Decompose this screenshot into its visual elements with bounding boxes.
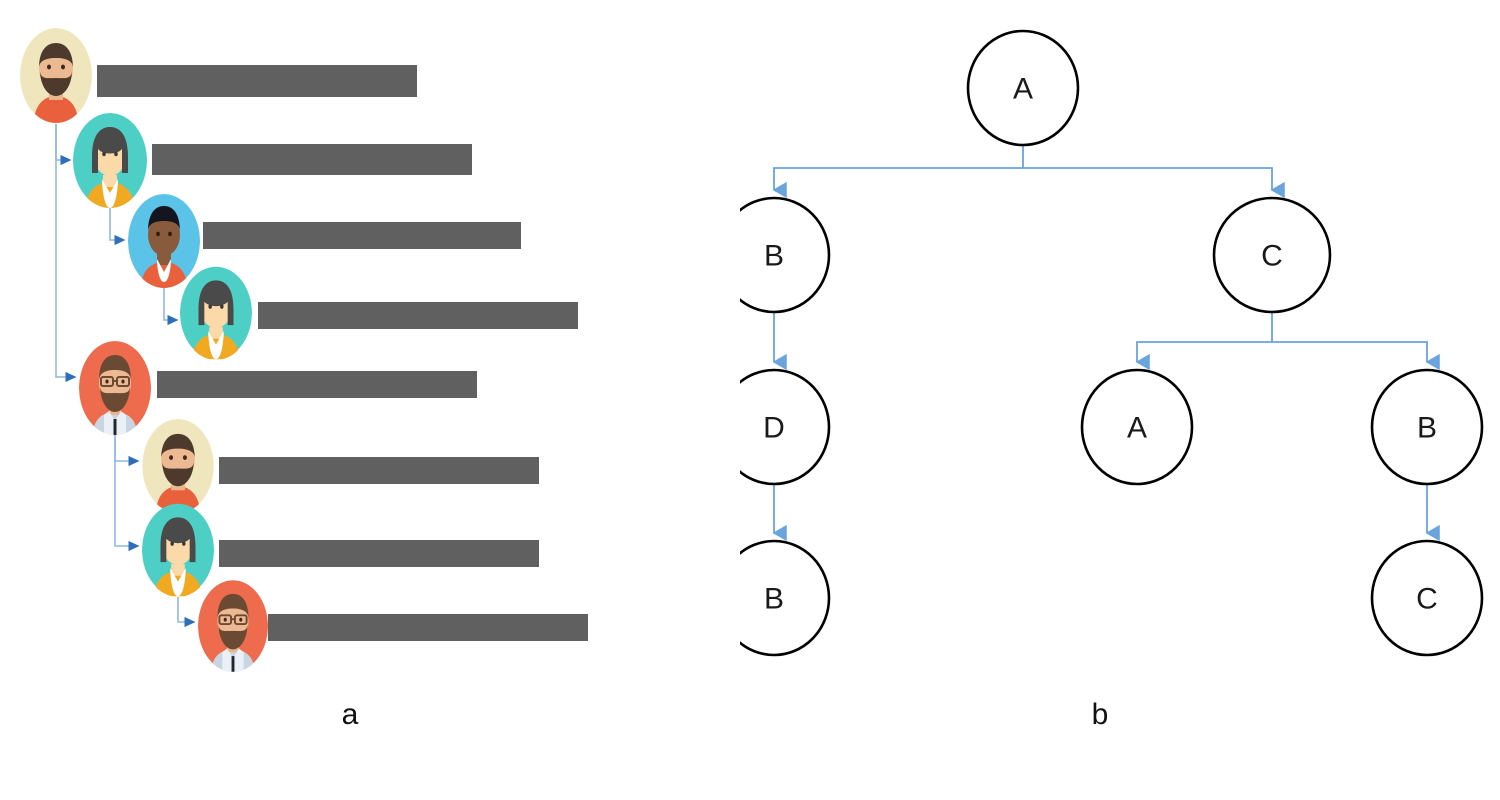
redacted-name-bar xyxy=(97,65,417,97)
tree-node-d-left xyxy=(740,368,831,486)
edge-c-to-b xyxy=(1272,341,1440,371)
avatar[interactable] xyxy=(128,194,200,288)
short-hair-man-lightblue-icon xyxy=(128,194,200,288)
bob-woman-teal-icon xyxy=(73,113,147,208)
avatar[interactable] xyxy=(20,28,92,123)
tree-node-b-leaf xyxy=(740,539,831,657)
tree-node-label: C xyxy=(1416,583,1438,616)
redacted-name-bar xyxy=(258,302,578,329)
bearded-man-cream-icon xyxy=(20,28,92,123)
subfigure-caption-a: a xyxy=(341,698,359,731)
redacted-name-bar xyxy=(157,371,477,398)
tree-node-label: B xyxy=(764,583,784,616)
redacted-name-bar xyxy=(219,457,539,484)
glasses-man-red-icon xyxy=(79,341,151,435)
tree-node-label: B xyxy=(764,240,784,273)
tree-node-label: B xyxy=(1417,412,1437,445)
tree-node-c-leaf xyxy=(1370,539,1484,657)
avatar[interactable] xyxy=(180,266,252,360)
panel-a-org-hierarchy xyxy=(0,0,740,800)
avatar[interactable] xyxy=(198,580,268,672)
avatar[interactable] xyxy=(142,503,214,597)
avatar[interactable] xyxy=(142,419,214,513)
redacted-name-bar xyxy=(152,144,472,175)
redacted-name-bar xyxy=(268,614,588,641)
glasses-man-red-icon xyxy=(198,580,268,672)
subfigure-caption-b: b xyxy=(1091,698,1109,731)
edge-c-to-a xyxy=(1135,312,1273,371)
tree-node-a-leaf xyxy=(1080,368,1194,486)
avatar[interactable] xyxy=(79,341,151,435)
tree-node-label: D xyxy=(763,412,785,445)
avatar[interactable] xyxy=(73,113,147,208)
tree-node-a-root xyxy=(966,29,1080,147)
bearded-man-cream-icon xyxy=(142,419,214,513)
tree-node-label: A xyxy=(1013,73,1033,106)
edge-a-to-c xyxy=(1023,167,1285,199)
tree-node-label: A xyxy=(1127,412,1147,445)
tree-node-b-mid xyxy=(1370,368,1484,486)
redacted-name-bar xyxy=(203,222,521,249)
edge-a-to-b xyxy=(772,145,1024,199)
tree-node-b-left xyxy=(740,196,831,314)
bob-woman-teal-icon xyxy=(180,266,252,360)
tree-node-c-right xyxy=(1212,196,1332,314)
redacted-name-bar xyxy=(219,540,539,567)
tree-node-label: C xyxy=(1261,240,1283,273)
bob-woman-teal-icon xyxy=(142,503,214,597)
tree-graph: A B C D B A B C xyxy=(740,29,1484,657)
panel-b-tree-diagram: A B C D B A B C xyxy=(740,0,1500,800)
